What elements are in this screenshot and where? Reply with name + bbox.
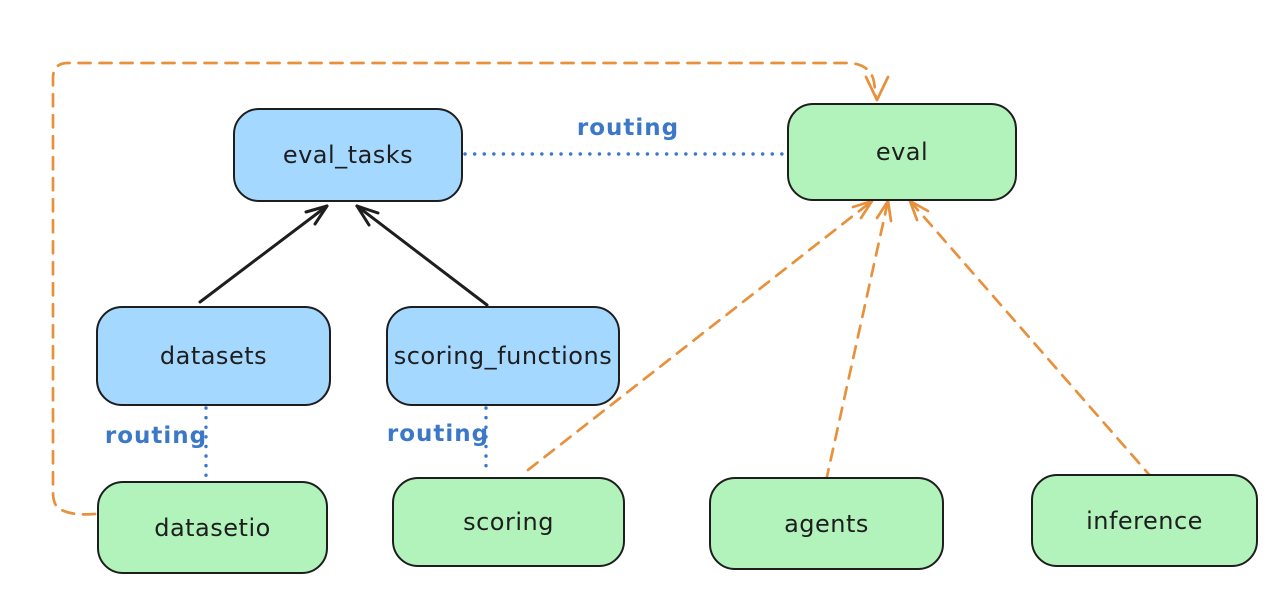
node-scoring-label: scoring — [463, 508, 554, 536]
routing-label-top: routing — [576, 115, 680, 141]
node-inference-label: inference — [1086, 506, 1203, 535]
edge-scoring-eval — [526, 199, 874, 472]
node-eval-tasks: eval_tasks — [233, 108, 463, 202]
node-scoring: scoring — [392, 477, 625, 567]
node-agents-label: agents — [784, 509, 869, 538]
node-agents: agents — [709, 477, 944, 570]
edge-agents-eval — [824, 199, 890, 483]
node-datasets: datasets — [96, 306, 331, 406]
arrowhead-datasetio-eval — [864, 75, 890, 102]
edge-inference-eval — [908, 199, 1155, 481]
arrowhead-scoring-eval — [851, 199, 874, 220]
arrowhead-scoring_functions-eval_tasks — [355, 204, 380, 227]
node-scoring-functions: scoring_functions — [386, 306, 620, 406]
routing-label-mid: routing — [386, 421, 490, 447]
node-inference: inference — [1031, 474, 1258, 567]
node-eval-label: eval — [875, 138, 929, 166]
node-datasetio: datasetio — [97, 481, 328, 574]
node-eval: eval — [787, 103, 1017, 201]
arrowhead-datasets-eval_tasks — [304, 204, 329, 226]
node-scoring-functions-label: scoring_functions — [393, 342, 613, 370]
edge-datasets-eval_tasks — [198, 204, 329, 304]
node-datasetio-label: datasetio — [154, 513, 271, 542]
edge-datasetio-eval — [51, 61, 878, 516]
arrowhead-inference-eval — [908, 199, 930, 222]
arrowhead-agents-eval — [875, 199, 893, 223]
node-eval-tasks-label: eval_tasks — [282, 141, 414, 169]
edge-scoring_functions-eval_tasks — [355, 204, 489, 307]
routing-label-left: routing — [104, 423, 208, 449]
node-datasets-label: datasets — [159, 342, 268, 370]
